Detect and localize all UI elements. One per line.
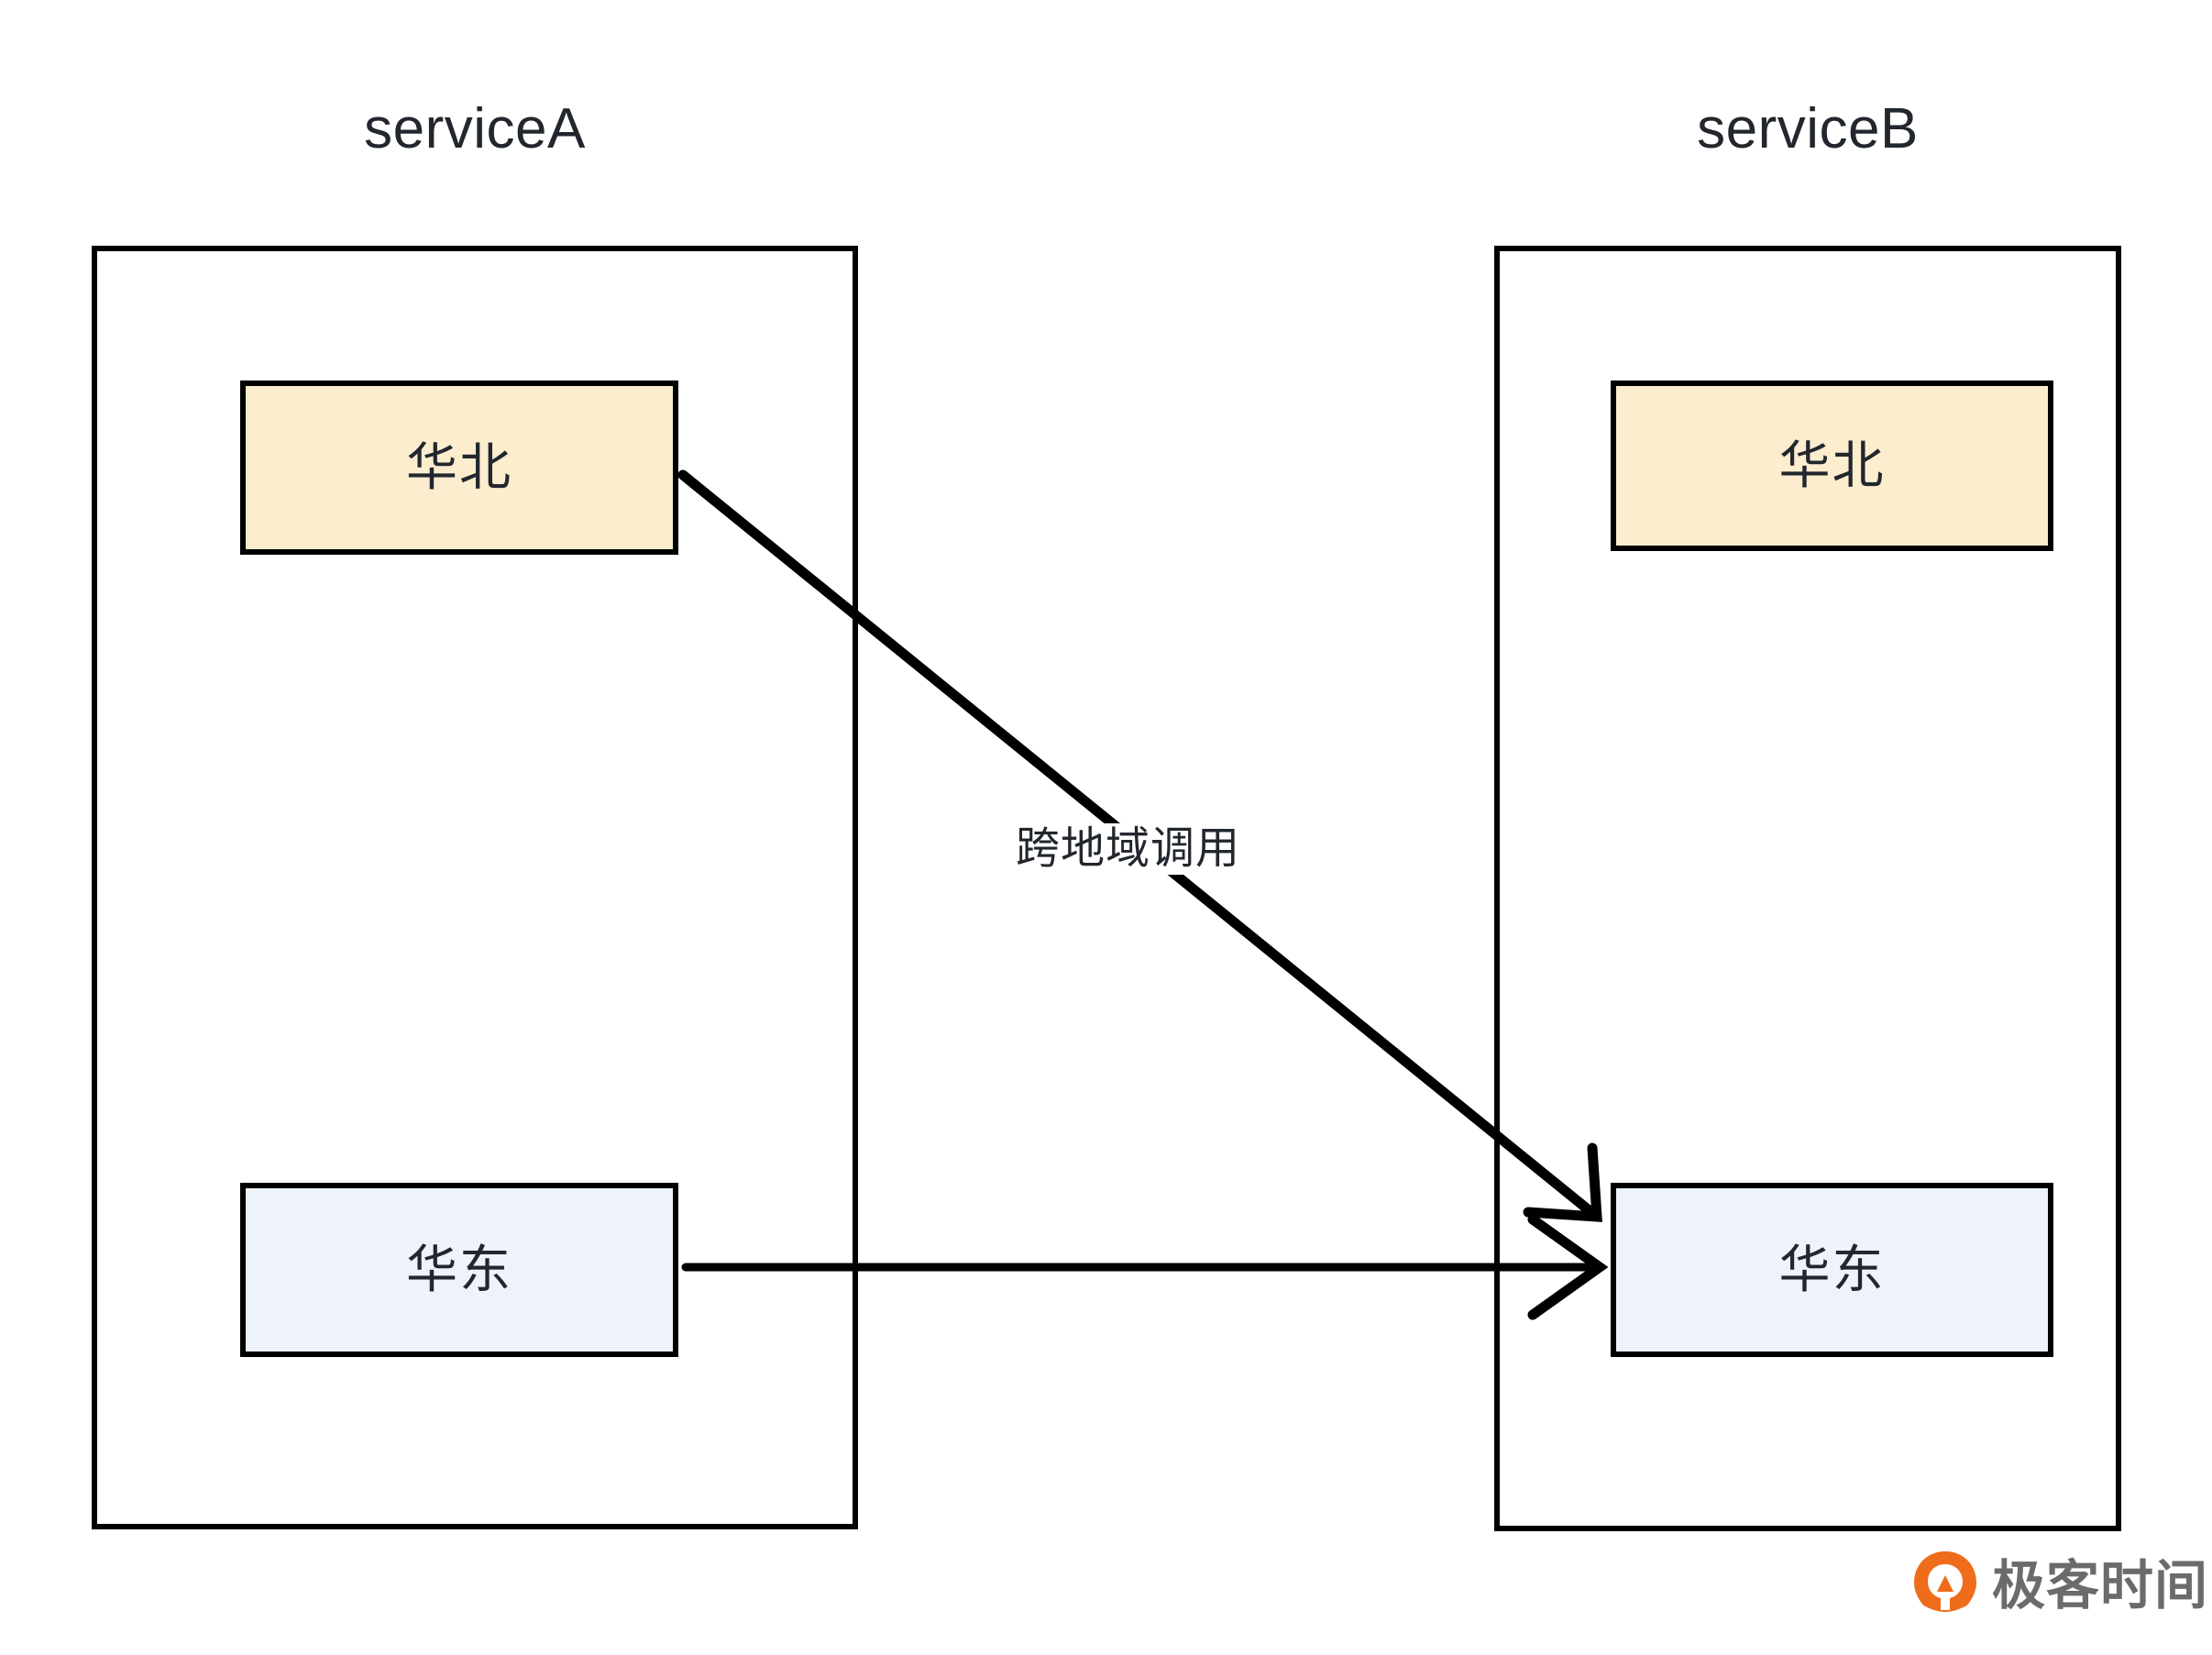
service-b-title: serviceB	[1697, 97, 1919, 160]
service-a-title: serviceA	[364, 97, 586, 160]
service-b-region-north[interactable]: 华北	[1611, 381, 2053, 551]
geektime-logo-icon	[1914, 1551, 1976, 1622]
watermark-text: 极客时间	[1992, 1556, 2209, 1616]
service-a-region-north[interactable]: 华北	[240, 381, 678, 555]
cross-region-edge-label: 跨地域调用	[1008, 823, 1249, 875]
service-b-region-east[interactable]: 华东	[1611, 1183, 2053, 1357]
service-a-region-east[interactable]: 华东	[240, 1183, 678, 1357]
watermark: 极客时间	[1911, 1550, 2208, 1623]
